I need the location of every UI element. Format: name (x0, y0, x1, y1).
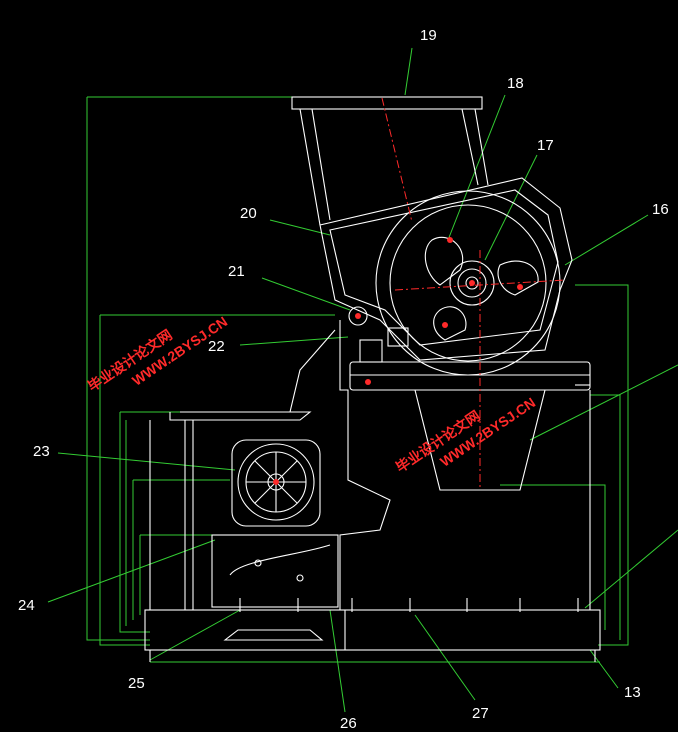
base-foot-pad (223, 629, 324, 641)
leader-frame-left-2 (99, 315, 150, 646)
crusher-housing-inner (329, 189, 559, 346)
hopper-right-wall (474, 108, 489, 186)
red-markers (273, 237, 523, 485)
callout-21: 21 (228, 263, 245, 280)
marker-2 (517, 284, 523, 290)
callout-23: 23 (33, 443, 50, 460)
leader-21 (261, 277, 351, 311)
centerline-hopper (381, 97, 413, 223)
rotor-inner (389, 204, 547, 362)
motor-body (231, 439, 321, 527)
hopper-left-wall-inner (311, 108, 331, 221)
main-frame-right (339, 320, 391, 610)
hopper-right-wall-inner (461, 108, 479, 186)
marker-center (469, 280, 475, 286)
callout-22: 22 (208, 338, 225, 355)
callout-24: 24 (18, 597, 35, 614)
leader-22 (239, 336, 349, 346)
frame-curve-top (289, 329, 336, 413)
callout-26: 26 (340, 715, 357, 732)
leader-frame-right-1 (575, 284, 629, 646)
marker-3 (442, 322, 448, 328)
leader-right-upper (529, 364, 678, 441)
marker-plate (365, 379, 371, 385)
hopper-left-wall (299, 108, 321, 226)
leader-17 (484, 154, 538, 261)
leader-frame-right-2 (590, 394, 621, 640)
leader-20 (269, 219, 331, 236)
machine-linework (144, 96, 601, 662)
marker-1 (447, 237, 453, 243)
callout-17: 17 (537, 137, 554, 154)
leader-16 (564, 214, 649, 266)
rotor-shaft-core (465, 276, 479, 290)
leader-26 (329, 609, 346, 713)
leader-frame-left-3 (119, 412, 150, 633)
callout-27: 27 (472, 705, 489, 722)
marker-motor (273, 479, 279, 485)
marker-roller (355, 313, 361, 319)
motor-base-curve (229, 544, 331, 576)
callout-labels: 19 18 17 16 20 21 22 23 24 25 26 27 13 (18, 27, 669, 732)
leader-19 (404, 47, 413, 96)
leader-frame-left (86, 97, 150, 641)
rotor-shaft (457, 268, 487, 298)
base-bolt-2 (296, 574, 304, 582)
centerline-horizontal (394, 279, 566, 291)
green-leader-lines (47, 47, 678, 713)
hammer-3 (433, 306, 467, 341)
callout-13: 13 (624, 684, 641, 701)
callout-19: 19 (420, 27, 437, 44)
leader-frame-right-3 (500, 484, 606, 630)
feed-bracket-2 (387, 327, 409, 347)
leader-23 (57, 452, 236, 471)
rotor-hub (449, 260, 495, 306)
callout-18: 18 (507, 75, 524, 92)
callout-16: 16 (652, 201, 669, 218)
callout-25: 25 (128, 675, 145, 692)
hammer-2 (497, 260, 539, 296)
feed-bracket (359, 339, 383, 363)
motor-bracket-plate (169, 411, 312, 421)
leader-27 (414, 614, 476, 701)
base-frame (144, 609, 601, 651)
leader-right-lower (584, 529, 678, 609)
base-bolt-1 (254, 559, 262, 567)
motor-base (211, 534, 339, 608)
hopper-top-flange (291, 96, 483, 110)
motor-fan-outer (237, 443, 315, 521)
feed-roller (348, 306, 368, 326)
base-bolts (239, 598, 579, 612)
callout-20: 20 (240, 205, 257, 222)
leader-25 (149, 609, 241, 661)
upper-plate (349, 361, 591, 391)
leader-24 (47, 539, 216, 603)
leader-18 (447, 94, 506, 241)
centerlines (381, 97, 566, 490)
